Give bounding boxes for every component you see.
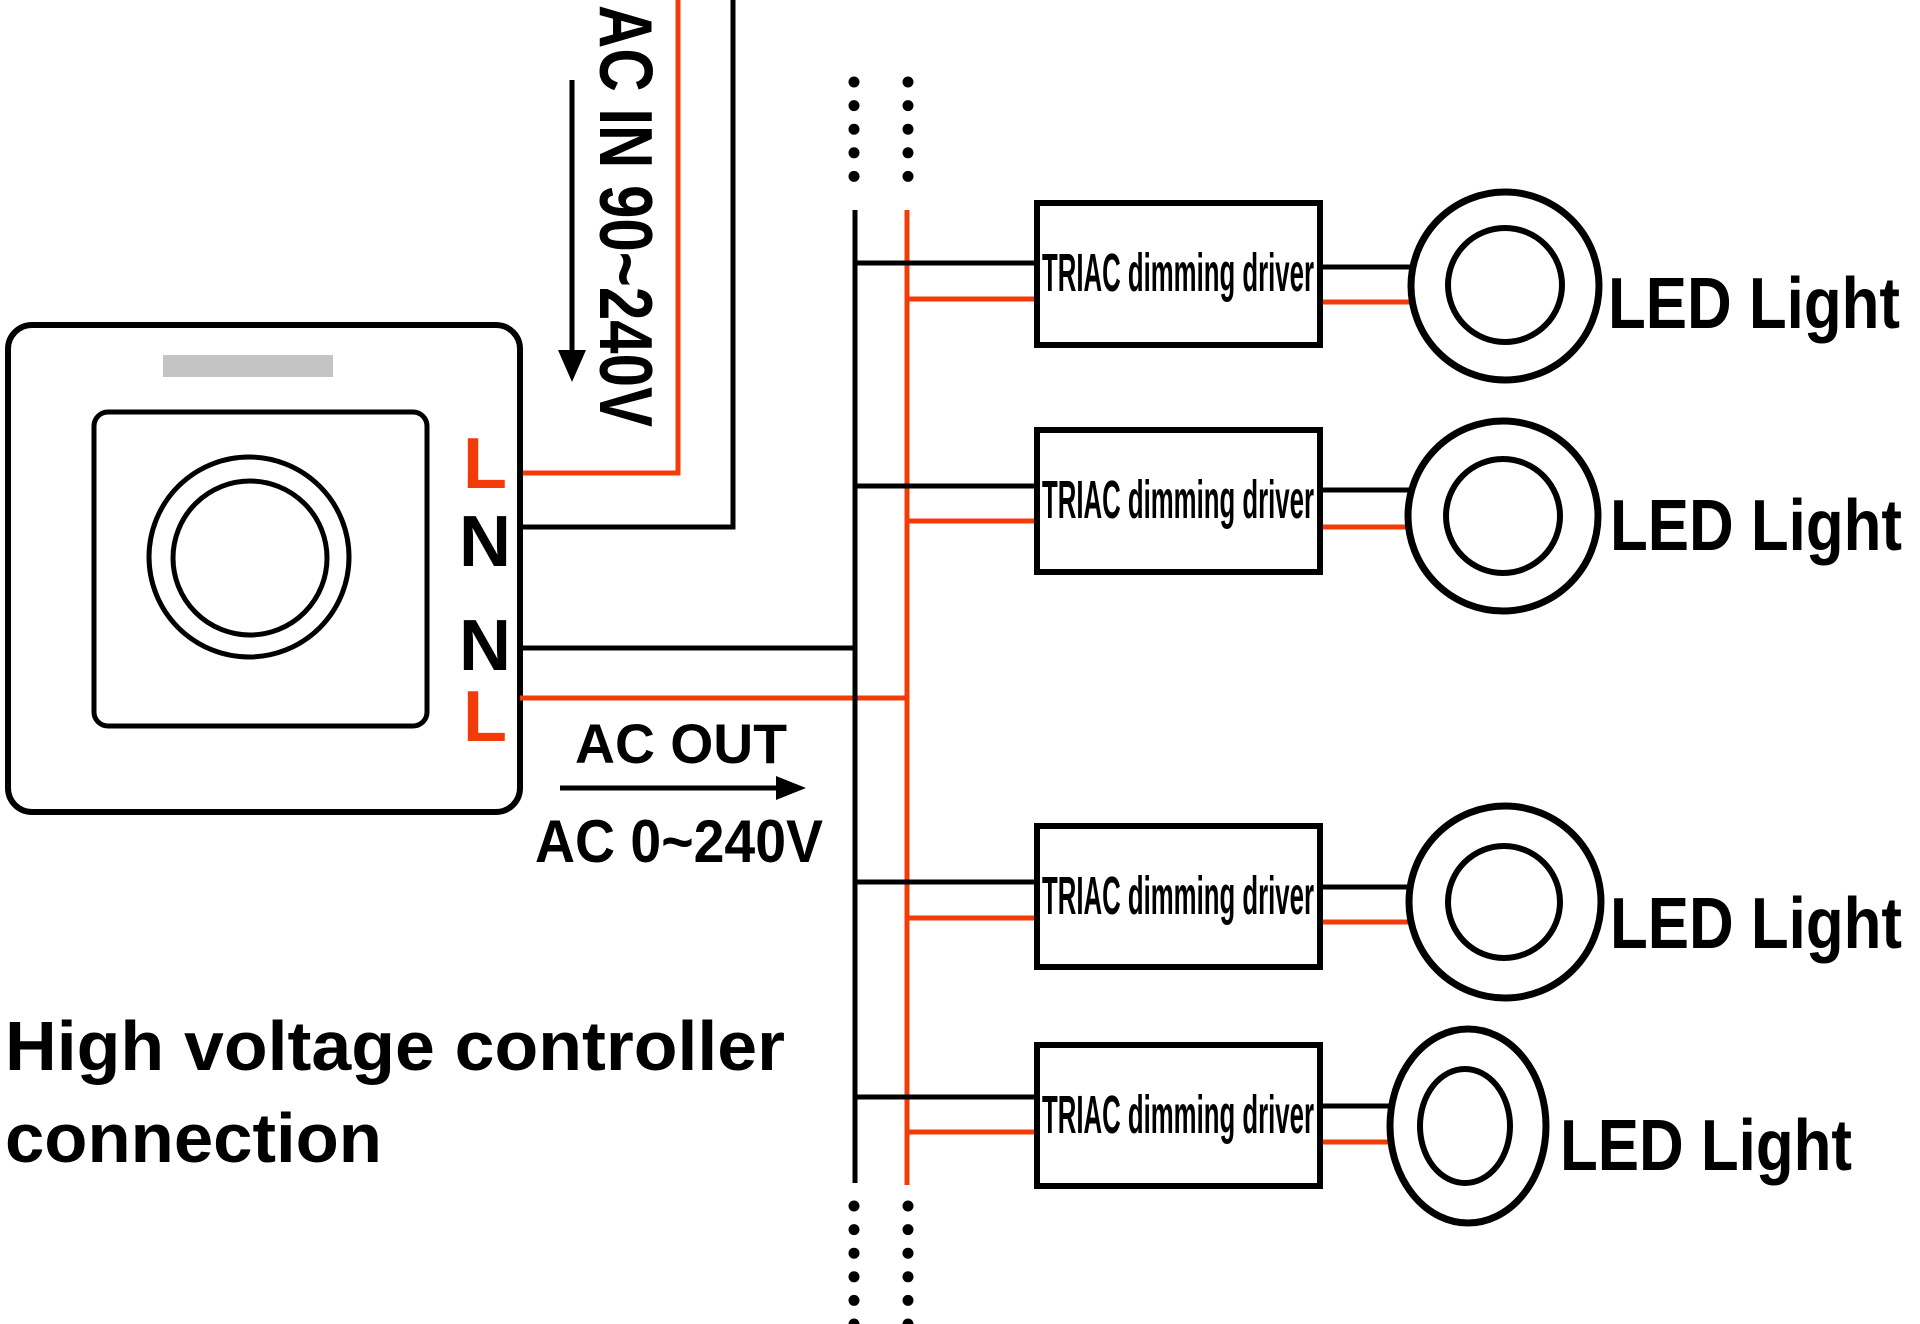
led1-icon-inner	[1445, 225, 1565, 345]
driver-box-1	[1034, 200, 1323, 348]
ac-out-arrow-head	[776, 776, 806, 800]
controller-faceplate	[91, 409, 430, 729]
driver-label-3: TRIAC dimming driver	[1042, 866, 1314, 926]
led-label-1: LED Light	[1608, 264, 1900, 344]
led-label-3: LED Light	[1610, 884, 1902, 964]
terminal-label-l-in: L	[463, 424, 507, 504]
driver-label-2: TRIAC dimming driver	[1042, 470, 1314, 530]
ac-in-label: AC IN 90~240V	[584, 5, 668, 427]
diagram-title: High voltage controller connection	[5, 1007, 785, 1177]
title-line-1: High voltage controller	[5, 1007, 785, 1085]
driver-box-4	[1034, 1042, 1323, 1189]
ac-in-arrow-head	[558, 350, 586, 382]
led-lights: LED Light LED Light LED Light LED Light	[1386, 188, 1902, 1227]
driver-boxes: TRIAC dimming driver TRIAC dimming drive…	[1034, 200, 1323, 1189]
ac-in-neutral-wire	[520, 0, 736, 530]
terminal-label-n-out: N	[459, 606, 511, 686]
driver-box-3	[1034, 823, 1323, 970]
led3-icon-inner	[1445, 843, 1563, 961]
led2-icon-inner	[1443, 456, 1563, 576]
terminal-label-l-out: L	[463, 677, 507, 757]
ac-in-live-wire	[520, 0, 681, 476]
driver-label-4: TRIAC dimming driver	[1042, 1085, 1314, 1145]
dimmer-knob-outer	[146, 454, 352, 660]
title-line-2: connection	[5, 1099, 382, 1177]
driver-output-wires	[1318, 264, 1417, 1145]
controller-indicator-slot	[163, 355, 333, 377]
ac-out-wires	[520, 645, 907, 701]
ac-in-annotation: AC IN 90~240V	[558, 5, 668, 427]
ac-out-voltage-label: AC 0~240V	[535, 808, 823, 875]
led4-icon-inner	[1417, 1066, 1513, 1186]
driver-box-2	[1034, 427, 1323, 575]
terminal-label-n-in: N	[459, 502, 511, 582]
driver-branch-wires	[855, 260, 1037, 1135]
driver-label-1: TRIAC dimming driver	[1042, 243, 1314, 303]
dimmer-knob-inner	[170, 478, 330, 638]
led-label-2: LED Light	[1610, 486, 1902, 566]
controller-device: L N N L	[5, 322, 523, 815]
led-label-4: LED Light	[1560, 1106, 1852, 1186]
ac-in-wires	[520, 0, 736, 530]
distribution-bus	[848, 76, 914, 1324]
controller-body	[5, 322, 523, 815]
ac-out-label: AC OUT	[575, 712, 787, 775]
ac-out-annotation: AC OUT AC 0~240V	[535, 712, 823, 875]
